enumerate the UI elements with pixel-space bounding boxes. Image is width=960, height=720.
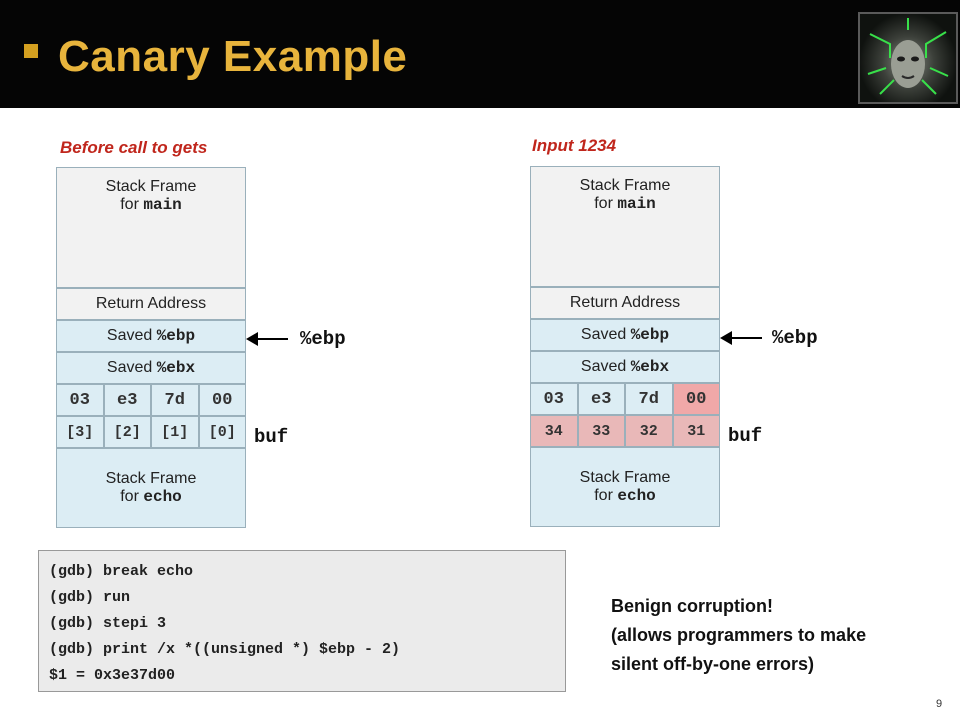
left-frame-main-line1: Stack Frame xyxy=(105,178,197,195)
right-stack-frame-main: Stack Frame for main xyxy=(530,166,720,287)
right-buf-byte-2: 33 xyxy=(577,415,625,447)
left-saved-ebx-code: %ebx xyxy=(156,359,196,377)
right-saved-ebx-code: %ebx xyxy=(630,358,670,376)
right-buf-byte-0: 31 xyxy=(672,415,720,447)
right-caption: Input 1234 xyxy=(532,136,617,155)
left-buf-index-1: [1] xyxy=(151,416,199,448)
left-canary-byte-2: e3 xyxy=(103,384,151,416)
note-line-2: (allows programmers to make xyxy=(611,625,867,645)
right-frame-main-prefix: for xyxy=(594,195,618,212)
left-frame-echo-prefix: for xyxy=(120,488,144,505)
left-frame-main-line2: for main xyxy=(57,196,245,214)
left-frame-main-code: main xyxy=(143,196,182,214)
right-ebp-label: %ebp xyxy=(772,327,818,349)
left-ebp-arrow-icon xyxy=(246,332,288,346)
left-canary-bytes: 03 e3 7d 00 xyxy=(56,384,246,416)
title-bar: Canary Example xyxy=(0,0,960,108)
gdb-line-1: (gdb) break echo xyxy=(49,563,194,580)
right-frame-echo-line2: for echo xyxy=(531,487,719,505)
gdb-line-2: (gdb) run xyxy=(49,589,131,606)
left-stack-frame-main: Stack Frame for main xyxy=(56,167,246,288)
right-frame-echo-line1: Stack Frame xyxy=(579,469,671,486)
slide-title: Canary Example xyxy=(58,32,408,81)
left-canary-byte-0: 00 xyxy=(198,384,246,416)
left-saved-ebp-code: %ebp xyxy=(156,327,196,345)
page-number: 9 xyxy=(936,698,943,710)
right-canary-byte-2: e3 xyxy=(577,383,625,415)
left-buf-index-3: [3] xyxy=(56,416,104,448)
right-ebp-arrow-icon xyxy=(720,331,762,345)
left-stack-frame-echo: Stack Frame for echo xyxy=(56,448,246,528)
left-frame-echo-line1: Stack Frame xyxy=(105,470,197,487)
gdb-line-3: (gdb) stepi 3 xyxy=(49,615,167,632)
right-frame-main-line2: for main xyxy=(531,195,719,213)
note-line-1: Benign corruption! xyxy=(611,596,773,616)
left-return-address: Return Address xyxy=(56,288,246,320)
left-saved-ebp: Saved %ebp xyxy=(56,320,246,352)
left-frame-echo-code: echo xyxy=(143,488,182,506)
right-canary-byte-1: 7d xyxy=(625,383,673,415)
left-canary-byte-3: 03 xyxy=(56,384,104,416)
left-saved-ebx-prefix: Saved xyxy=(106,359,157,376)
left-buf-indices: [3] [2] [1] [0] xyxy=(56,416,246,448)
right-buf-byte-1: 32 xyxy=(625,415,673,447)
right-saved-ebx-prefix: Saved xyxy=(580,358,631,375)
right-frame-echo-code: echo xyxy=(617,487,656,505)
benign-corruption-note: Benign corruption! (allows programmers t… xyxy=(611,592,866,679)
left-buf-index-2: [2] xyxy=(103,416,151,448)
right-buf-label: buf xyxy=(728,425,763,447)
title-bullet-icon xyxy=(24,44,38,58)
left-saved-ebp-prefix: Saved xyxy=(106,327,157,344)
right-stack-diagram: Stack Frame for main Return Address Save… xyxy=(530,166,720,527)
right-saved-ebp-code: %ebp xyxy=(630,326,670,344)
left-caption: Before call to gets xyxy=(60,138,208,157)
note-line-3: silent off-by-one errors) xyxy=(611,654,815,674)
left-frame-echo-line2: for echo xyxy=(57,488,245,506)
gdb-line-5: $1 = 0x3e37d00 xyxy=(49,667,176,684)
right-buf-input: 34 33 32 31 xyxy=(530,415,720,447)
right-frame-echo-prefix: for xyxy=(594,487,618,504)
cyber-face-logo-icon xyxy=(858,12,958,104)
right-return-address: Return Address xyxy=(530,287,720,319)
left-ebp-label: %ebp xyxy=(300,328,346,350)
left-buf-index-0: [0] xyxy=(198,416,246,448)
left-canary-byte-1: 7d xyxy=(151,384,199,416)
right-frame-main-code: main xyxy=(617,195,656,213)
gdb-session-box: (gdb) break echo (gdb) run (gdb) stepi 3… xyxy=(38,550,566,692)
right-frame-main-line1: Stack Frame xyxy=(579,177,671,194)
left-frame-main-prefix: for xyxy=(120,196,144,213)
right-buf-byte-3: 34 xyxy=(530,415,578,447)
right-canary-bytes: 03 e3 7d 00 xyxy=(530,383,720,415)
left-buf-label: buf xyxy=(254,426,289,448)
right-canary-byte-3: 03 xyxy=(530,383,578,415)
left-stack-diagram: Stack Frame for main Return Address Save… xyxy=(56,167,246,528)
right-saved-ebx: Saved %ebx xyxy=(530,351,720,383)
right-saved-ebp: Saved %ebp xyxy=(530,319,720,351)
right-saved-ebp-prefix: Saved xyxy=(580,326,631,343)
gdb-line-4: (gdb) print /x *((unsigned *) $ebp - 2) xyxy=(49,641,401,658)
left-saved-ebx: Saved %ebx xyxy=(56,352,246,384)
right-stack-frame-echo: Stack Frame for echo xyxy=(530,447,720,527)
right-canary-byte-0-overwritten: 00 xyxy=(672,383,720,415)
